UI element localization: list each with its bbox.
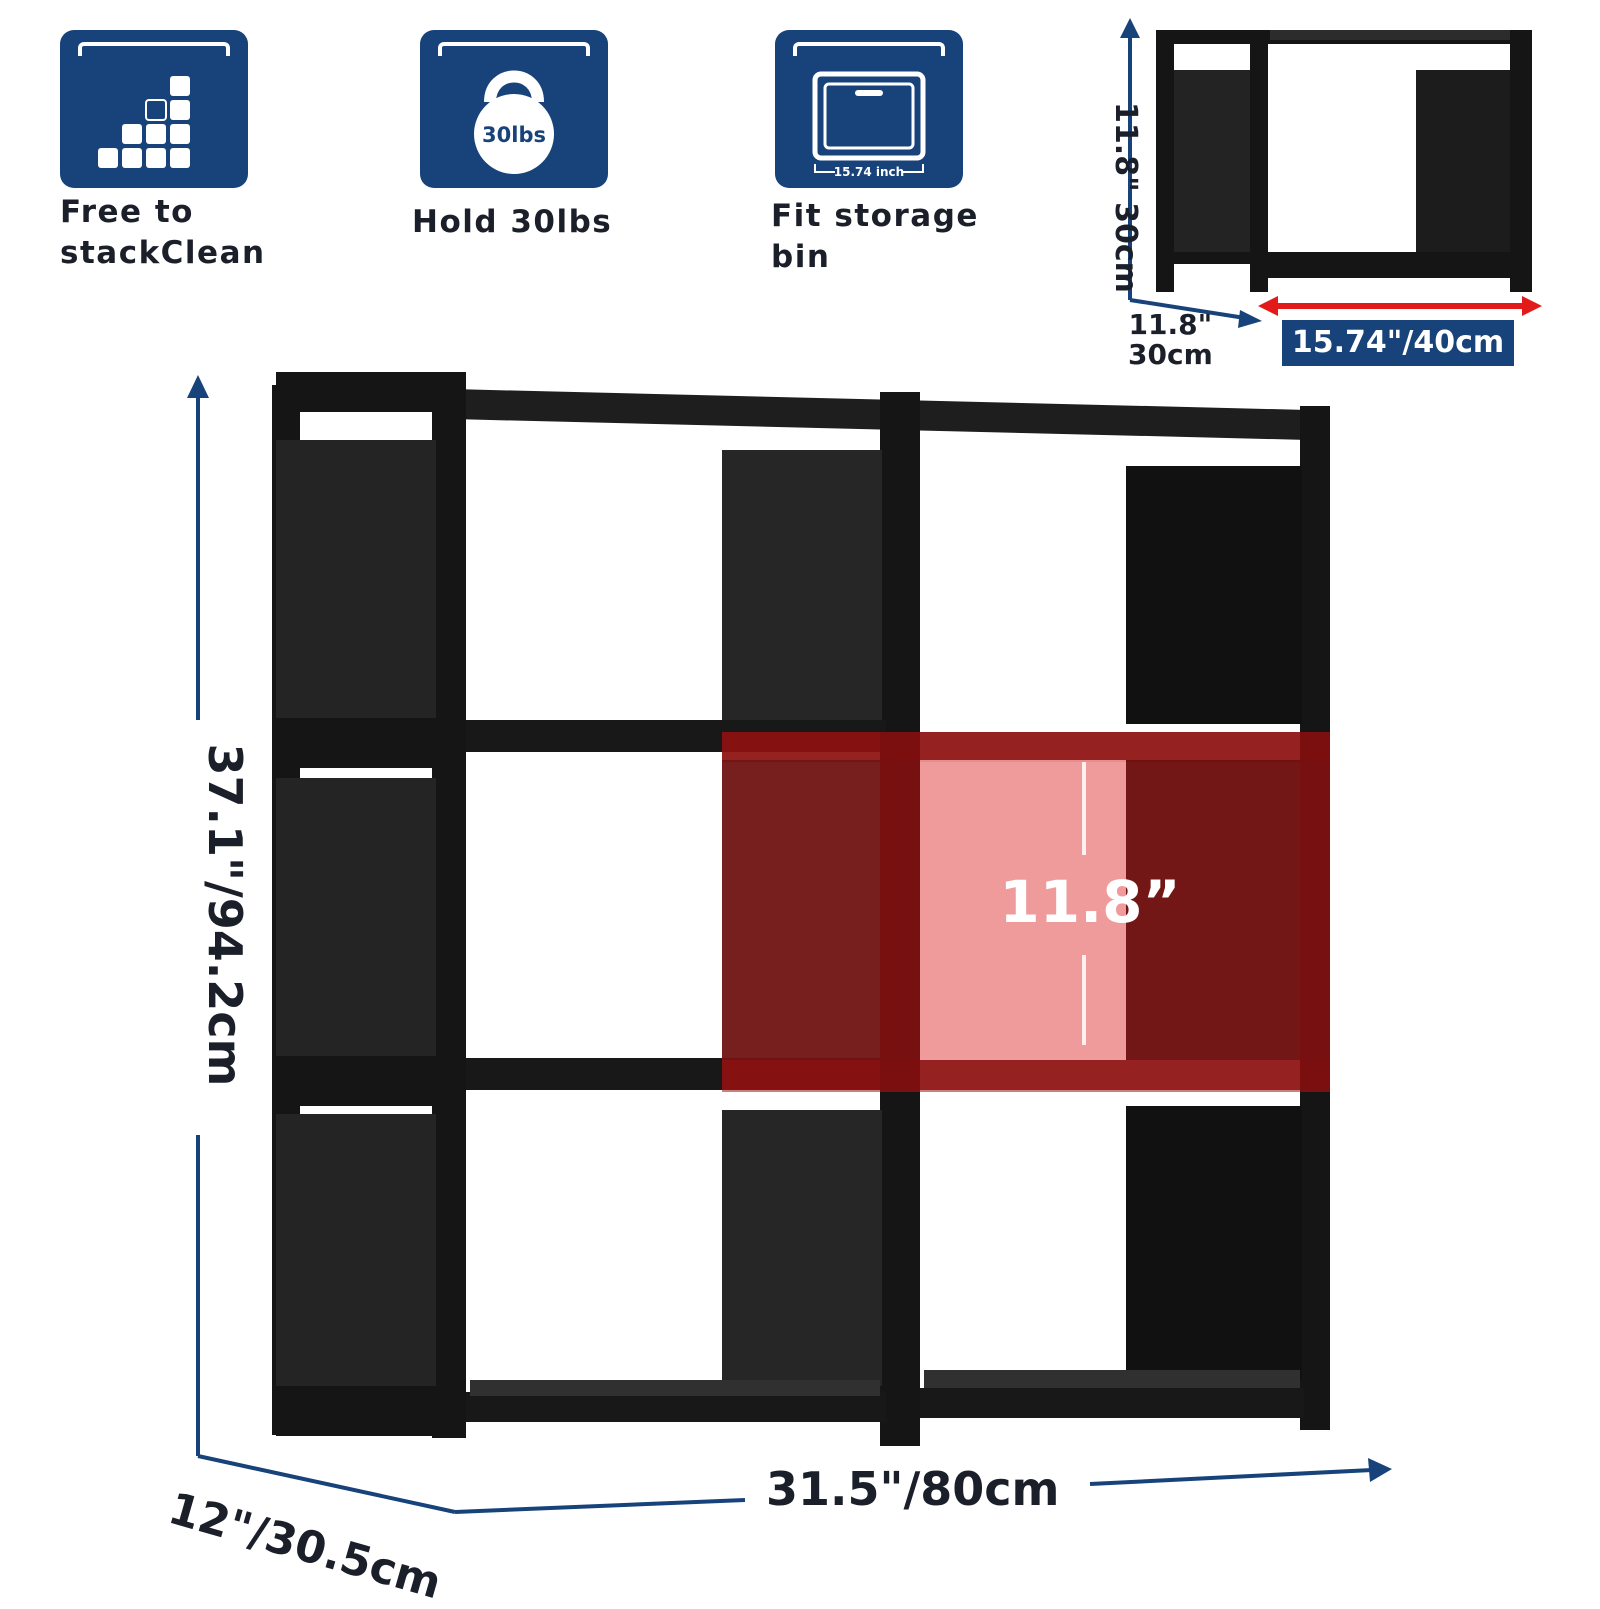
stack-cubes-icon bbox=[60, 30, 248, 188]
feature-label-line: Hold 30lbs bbox=[412, 204, 613, 240]
cube-depth-line: 11.8" bbox=[1128, 308, 1213, 341]
feature-stackable-label: Free to stackClean bbox=[60, 192, 266, 274]
feature-storage-bin: 15.74 inch Fit storage bin bbox=[771, 30, 1035, 290]
cube-frame bbox=[1156, 30, 1532, 292]
bin-width-text: 15.74 inch bbox=[834, 165, 904, 179]
feature-label-line: Fit storage bbox=[771, 198, 979, 234]
feature-stackable: Free to stackClean bbox=[60, 30, 320, 280]
storage-bin-icon: 15.74 inch bbox=[775, 30, 963, 188]
feature-label-line: stackClean bbox=[60, 235, 266, 271]
cube-dimension-diagram bbox=[1120, 18, 1542, 328]
kettlebell-icon: 30lbs bbox=[420, 30, 608, 188]
feature-label-line: bin bbox=[771, 239, 831, 275]
shelf-frame bbox=[272, 372, 1330, 1446]
overall-height-label: 37.1"/94.2cm bbox=[198, 743, 252, 1087]
feature-storage-label: Fit storage bin bbox=[771, 196, 979, 278]
shelf-diagram: 11.8” bbox=[187, 372, 1392, 1514]
overall-dimension-arrows bbox=[187, 375, 1392, 1514]
cube-depth-line: 30cm bbox=[1128, 338, 1213, 371]
feature-weight-label: Hold 30lbs bbox=[412, 202, 612, 243]
cube-height-label: 11.8" 30cm bbox=[1107, 102, 1143, 293]
feature-weight-capacity: 30lbs Hold 30lbs bbox=[412, 30, 680, 280]
weight-icon-text: 30lbs bbox=[482, 123, 546, 147]
feature-label-line: Free to bbox=[60, 194, 194, 230]
highlighted-compartment: 11.8” bbox=[722, 732, 1330, 1092]
overall-width-label: 31.5"/80cm bbox=[766, 1462, 1060, 1516]
compartment-height-label: 11.8” bbox=[999, 868, 1180, 936]
cube-depth-label: 11.8" 30cm bbox=[1128, 310, 1213, 370]
cube-width-label: 15.74"/40cm bbox=[1282, 320, 1514, 366]
